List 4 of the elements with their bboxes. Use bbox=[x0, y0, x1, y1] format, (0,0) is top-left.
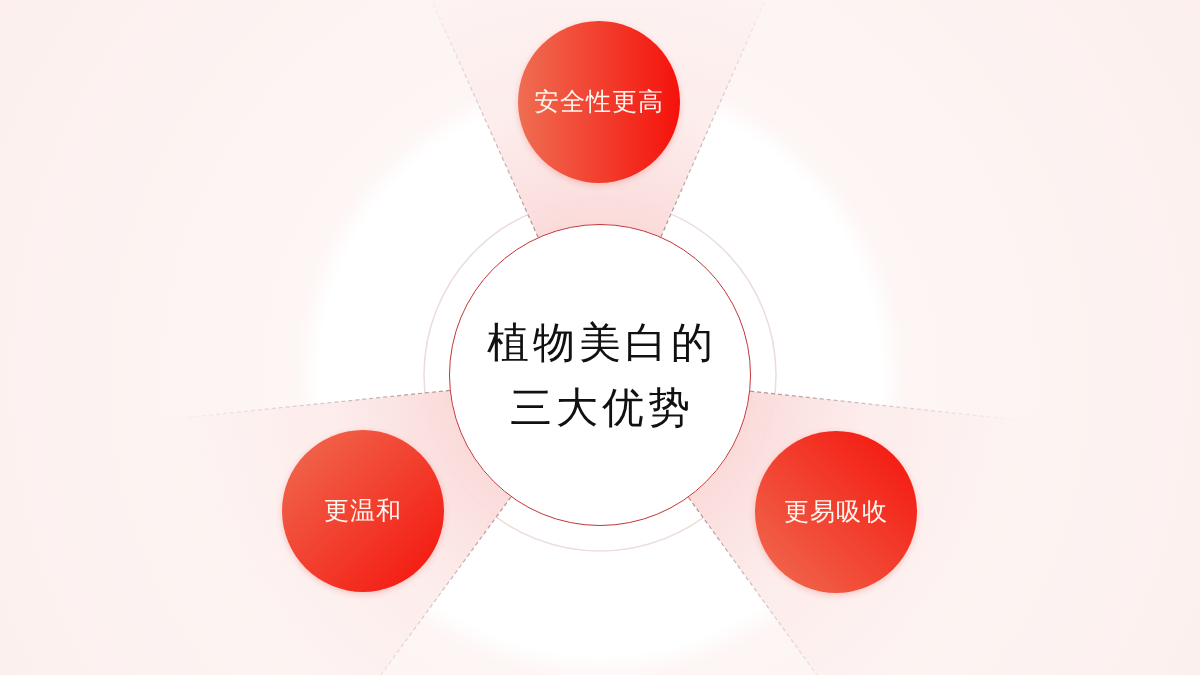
benefit-label: 更易吸收 bbox=[784, 497, 888, 527]
hub-title: 植物美白的三大优势 bbox=[486, 316, 718, 434]
benefit-label: 更温和 bbox=[324, 496, 402, 526]
benefit-label: 安全性更高 bbox=[534, 87, 664, 117]
